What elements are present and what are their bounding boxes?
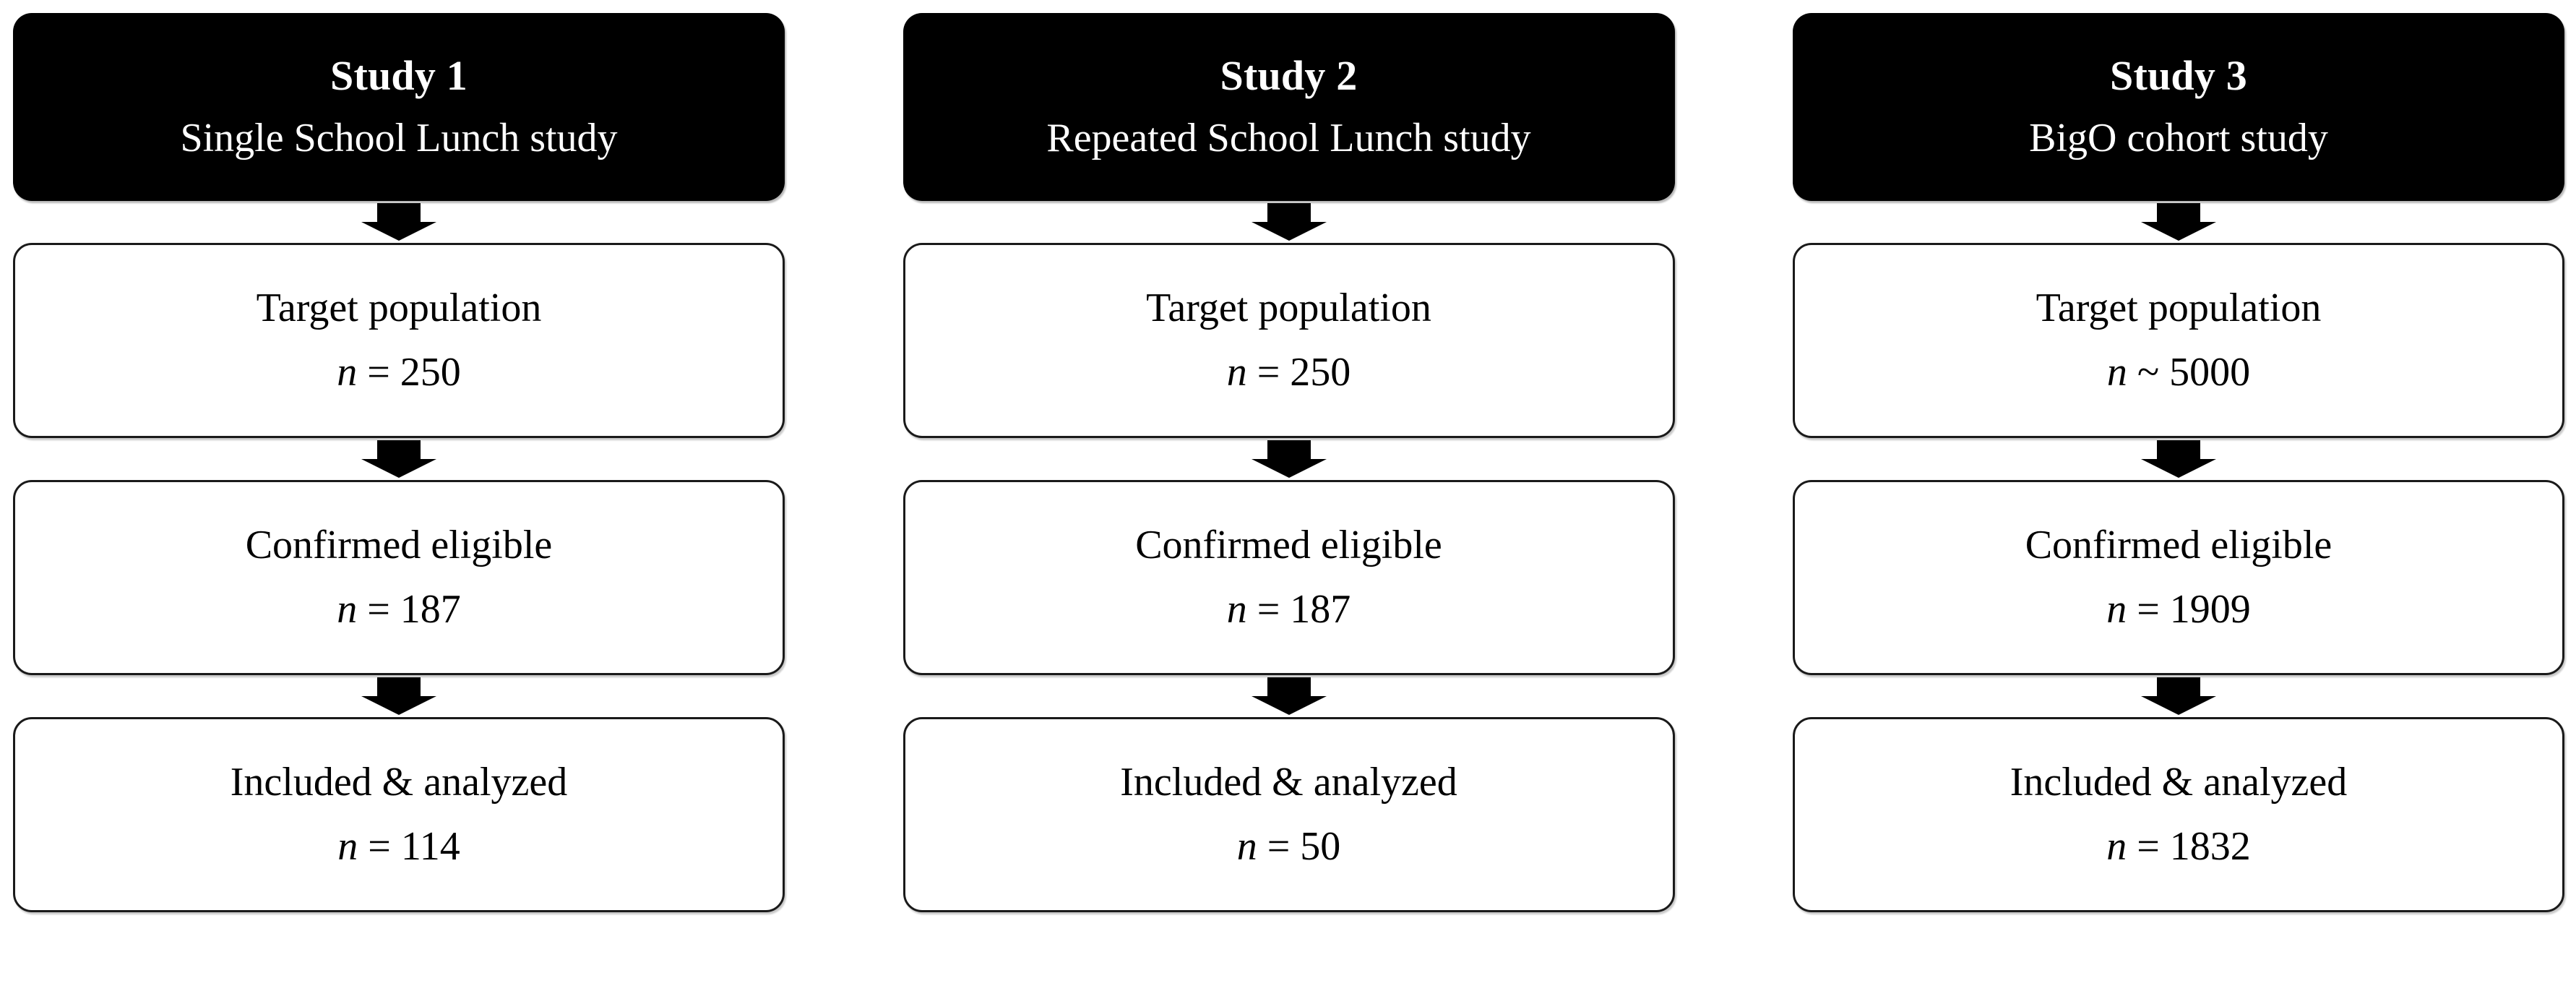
flow-step-1-3: Included & analyzed n = 114	[13, 717, 785, 912]
n-symbol: n	[337, 587, 358, 632]
down-block-arrow-icon	[1251, 440, 1327, 478]
study-title-3: Study 3	[2110, 52, 2247, 100]
study-column-1: Study 1 Single School Lunch study Target…	[13, 13, 785, 912]
n-value: 50	[1300, 824, 1341, 869]
n-operator: =	[2137, 587, 2160, 632]
flow-step-label: Confirmed eligible	[1135, 523, 1442, 568]
n-operator: =	[1257, 350, 1280, 395]
flow-step-3-1: Target population n ~ 5000	[1793, 243, 2564, 438]
flow-step-label: Included & analyzed	[2009, 760, 2348, 805]
study-column-3: Study 3 BigO cohort study Target populat…	[1793, 13, 2564, 912]
flow-step-2-3: Included & analyzed n = 50	[903, 717, 1675, 912]
connector-2-2	[903, 675, 1675, 717]
n-operator: =	[367, 587, 390, 632]
flow-step-1-2: Confirmed eligible n = 187	[13, 480, 785, 675]
flow-step-count: n = 1832	[2106, 826, 2251, 868]
n-value: 1832	[2169, 824, 2251, 869]
n-symbol: n	[2106, 824, 2127, 869]
down-block-arrow-icon	[2141, 203, 2216, 241]
study-subtitle-1: Single School Lunch study	[180, 116, 618, 161]
flow-step-count: n = 250	[1227, 351, 1351, 394]
n-symbol: n	[337, 824, 358, 869]
flow-step-count: n = 187	[1227, 588, 1351, 631]
flow-step-count: n = 250	[337, 351, 461, 394]
n-operator: =	[1257, 587, 1280, 632]
flow-step-count: n = 50	[1237, 826, 1341, 868]
connector-2-1	[903, 438, 1675, 480]
down-block-arrow-icon	[1251, 203, 1327, 241]
flow-step-label: Confirmed eligible	[2025, 523, 2332, 568]
flow-step-count: n = 114	[337, 826, 460, 868]
flow-step-2-2: Confirmed eligible n = 187	[903, 480, 1675, 675]
flow-step-label: Target population	[1146, 286, 1431, 331]
n-symbol: n	[2106, 350, 2127, 395]
n-value: 114	[400, 824, 460, 869]
n-value: 187	[1290, 587, 1351, 632]
connector-1-0	[13, 201, 785, 243]
down-block-arrow-icon	[361, 440, 436, 478]
n-operator: =	[1267, 824, 1291, 869]
down-block-arrow-icon	[2141, 677, 2216, 715]
study-subtitle-2: Repeated School Lunch study	[1046, 116, 1531, 161]
connector-2-0	[903, 201, 1675, 243]
n-operator: ~	[2137, 350, 2160, 395]
flow-step-label: Included & analyzed	[230, 760, 568, 805]
study-column-2: Study 2 Repeated School Lunch study Targ…	[903, 13, 1675, 912]
flow-step-1-1: Target population n = 250	[13, 243, 785, 438]
study-title-2: Study 2	[1220, 52, 1358, 100]
n-value: 250	[400, 350, 461, 395]
flow-step-3-3: Included & analyzed n = 1832	[1793, 717, 2564, 912]
connector-3-0	[1793, 201, 2564, 243]
n-symbol: n	[2106, 587, 2127, 632]
n-symbol: n	[1226, 587, 1247, 632]
n-operator: =	[368, 824, 391, 869]
study-header-3: Study 3 BigO cohort study	[1793, 13, 2564, 201]
n-value: 5000	[2169, 350, 2251, 395]
connector-3-2	[1793, 675, 2564, 717]
flow-step-2-1: Target population n = 250	[903, 243, 1675, 438]
flow-step-count: n ~ 5000	[2107, 351, 2250, 394]
flow-step-count: n = 1909	[2106, 588, 2251, 631]
study-header-2: Study 2 Repeated School Lunch study	[903, 13, 1675, 201]
connector-3-1	[1793, 438, 2564, 480]
flow-step-3-2: Confirmed eligible n = 1909	[1793, 480, 2564, 675]
flow-step-label: Target population	[256, 286, 542, 331]
down-block-arrow-icon	[2141, 440, 2216, 478]
flow-step-label: Target population	[2036, 286, 2322, 331]
n-value: 187	[400, 587, 461, 632]
down-block-arrow-icon	[1251, 677, 1327, 715]
n-symbol: n	[1226, 350, 1247, 395]
n-operator: =	[367, 350, 390, 395]
n-symbol: n	[1236, 824, 1257, 869]
n-operator: =	[2137, 824, 2160, 869]
down-block-arrow-icon	[361, 203, 436, 241]
connector-1-2	[13, 675, 785, 717]
study-title-1: Study 1	[330, 52, 468, 100]
study-header-1: Study 1 Single School Lunch study	[13, 13, 785, 201]
n-symbol: n	[337, 350, 358, 395]
down-block-arrow-icon	[361, 677, 436, 715]
flow-step-count: n = 187	[337, 588, 461, 631]
flow-step-label: Included & analyzed	[1120, 760, 1457, 805]
study-subtitle-3: BigO cohort study	[2029, 116, 2328, 161]
flow-step-label: Confirmed eligible	[245, 523, 553, 568]
n-value: 1909	[2169, 587, 2251, 632]
connector-1-1	[13, 438, 785, 480]
n-value: 250	[1290, 350, 1351, 395]
